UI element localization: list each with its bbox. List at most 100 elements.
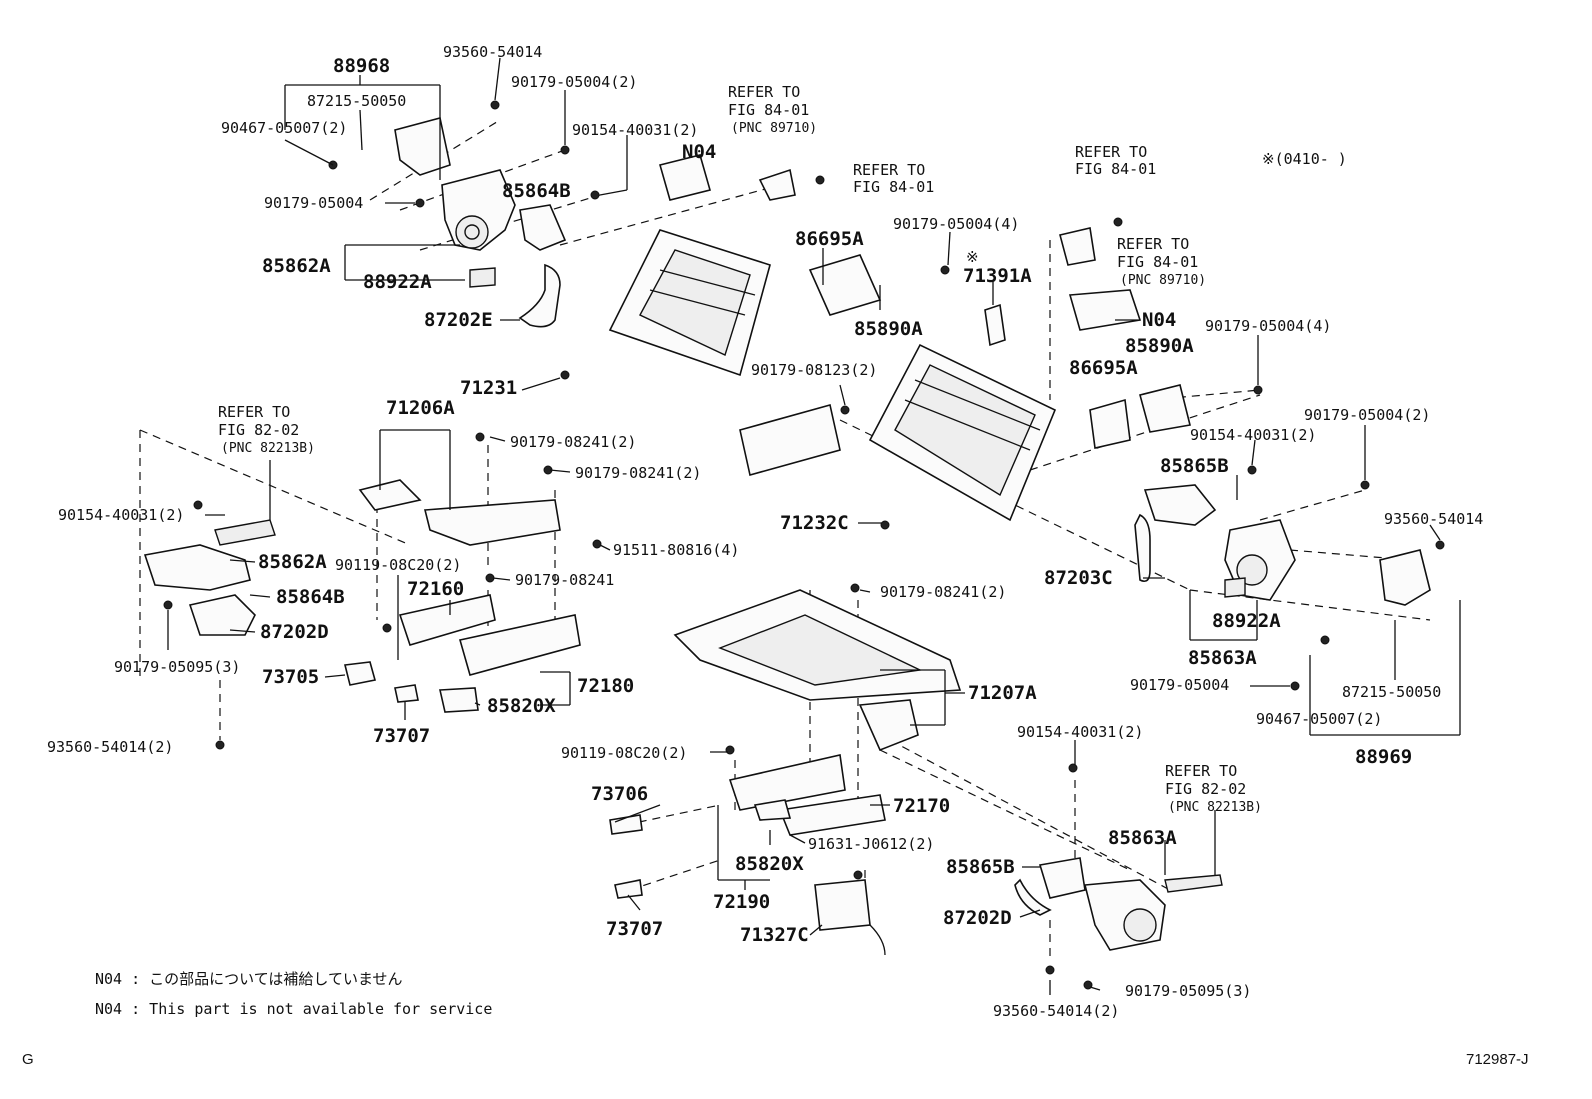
callout-n04[interactable]: N04 bbox=[682, 141, 716, 163]
callout-87202e[interactable]: 87202E bbox=[424, 309, 493, 331]
callout-85862a[interactable]: 85862A bbox=[262, 255, 331, 277]
callout-88969[interactable]: 88969 bbox=[1355, 746, 1412, 768]
left-duct-parts bbox=[143, 519, 276, 636]
callout-85863a[interactable]: 85863A bbox=[1188, 647, 1257, 669]
refer-to-fig-84-01-pnc-89710[interactable]: REFER TO FIG 84-01 (PNC 89710) bbox=[728, 83, 817, 136]
callout-85862a[interactable]: 85862A bbox=[258, 551, 327, 573]
seat-frame-right bbox=[868, 227, 1191, 522]
callout-73707[interactable]: 73707 bbox=[606, 918, 663, 940]
svg-text:REFER TO: REFER TO bbox=[218, 403, 290, 421]
callout-71206a[interactable]: 71206A bbox=[386, 397, 455, 419]
callout-87203c[interactable]: 87203C bbox=[1044, 567, 1113, 589]
callout-87215-50050[interactable]: 87215-50050 bbox=[307, 92, 406, 110]
callout-90179-08123[interactable]: 90179-08123(2) bbox=[751, 361, 877, 379]
callout-90179-05095[interactable]: 90179-05095(3) bbox=[1125, 982, 1251, 1000]
callout-90179-05095[interactable]: 90179-05095(3) bbox=[114, 658, 240, 676]
svg-text:FIG 84-01: FIG 84-01 bbox=[728, 101, 809, 119]
callout-85865b[interactable]: 85865B bbox=[1160, 455, 1229, 477]
callout-93560-54014[interactable]: 93560-54014(2) bbox=[993, 1002, 1119, 1020]
refer-to-fig-84-01[interactable]: REFER TO FIG 84-01 bbox=[853, 161, 934, 196]
callout-88922a[interactable]: 88922A bbox=[1212, 610, 1281, 632]
callout-85890a[interactable]: 85890A bbox=[1125, 335, 1194, 357]
figure-id: 712987-J bbox=[1466, 1051, 1529, 1068]
callout-72160[interactable]: 72160 bbox=[407, 578, 464, 600]
callout-90179-05004[interactable]: 90179-05004(2) bbox=[511, 73, 637, 91]
refer-to-fig-84-01-pnc-89710[interactable]: REFER TO FIG 84-01 (PNC 89710) bbox=[1117, 235, 1206, 288]
svg-text:FIG 82-02: FIG 82-02 bbox=[218, 421, 299, 439]
seat-track-left bbox=[344, 479, 581, 713]
blower-assembly-bottom bbox=[1014, 857, 1223, 951]
callout-93560-54014[interactable]: 93560-54014 bbox=[1384, 510, 1483, 528]
svg-text:REFER TO: REFER TO bbox=[1075, 143, 1147, 161]
note-english: N04 : This part is not available for ser… bbox=[95, 1000, 492, 1018]
callout-90179-08241[interactable]: 90179-08241(2) bbox=[575, 464, 701, 482]
callout-90179-05004[interactable]: 90179-05004(4) bbox=[1205, 317, 1331, 335]
callout-90179-05004[interactable]: 90179-05004 bbox=[1130, 676, 1229, 694]
callout-90119-08c20[interactable]: 90119-08C20(2) bbox=[335, 556, 461, 574]
callout-87202d[interactable]: 87202D bbox=[260, 621, 329, 643]
callout-93560-54014[interactable]: 93560-54014(2) bbox=[47, 738, 173, 756]
svg-text:FIG 84-01: FIG 84-01 bbox=[1117, 253, 1198, 271]
callout-85820x[interactable]: 85820X bbox=[487, 695, 556, 717]
callout-93560-54014[interactable]: 93560-54014 bbox=[443, 43, 542, 61]
callout-90119-08c20[interactable]: 90119-08C20(2) bbox=[561, 744, 687, 762]
callout-90179-05004[interactable]: 90179-05004(4) bbox=[893, 215, 1019, 233]
callout-86695a[interactable]: 86695A bbox=[1069, 357, 1138, 379]
callout-90467-05007[interactable]: 90467-05007(2) bbox=[1256, 710, 1382, 728]
svg-text:FIG 82-02: FIG 82-02 bbox=[1165, 780, 1246, 798]
blower-assembly-upper-left bbox=[394, 117, 567, 328]
callout-n04[interactable]: N04 bbox=[1142, 309, 1176, 331]
svg-text:REFER TO: REFER TO bbox=[728, 83, 800, 101]
svg-text:(PNC 89710): (PNC 89710) bbox=[1120, 273, 1206, 288]
callout-85864b[interactable]: 85864B bbox=[276, 586, 345, 608]
callout-90179-08241[interactable]: 90179-08241 bbox=[515, 571, 614, 589]
callout-85820x[interactable]: 85820X bbox=[735, 853, 804, 875]
callout-71207a[interactable]: 71207A bbox=[968, 682, 1037, 704]
callout-86695a[interactable]: 86695A bbox=[795, 228, 864, 250]
callout-73707[interactable]: 73707 bbox=[373, 725, 430, 747]
callout-71327c[interactable]: 71327C bbox=[740, 924, 809, 946]
callout-72180[interactable]: 72180 bbox=[577, 675, 634, 697]
callout-88968[interactable]: 88968 bbox=[333, 55, 390, 77]
callout-85864b[interactable]: 85864B bbox=[502, 180, 571, 202]
callout-73705[interactable]: 73705 bbox=[262, 666, 319, 688]
callout-85890a[interactable]: 85890A bbox=[854, 318, 923, 340]
callout-90179-05004[interactable]: 90179-05004(2) bbox=[1304, 406, 1430, 424]
callout-90154-40031[interactable]: 90154-40031(2) bbox=[572, 121, 698, 139]
callout-90179-05004[interactable]: 90179-05004 bbox=[264, 194, 363, 212]
callout-91511-80816[interactable]: 91511-80816(4) bbox=[613, 541, 739, 559]
callout-72170[interactable]: 72170 bbox=[893, 795, 950, 817]
svg-text:REFER TO: REFER TO bbox=[1165, 762, 1237, 780]
refer-to-fig-84-01[interactable]: REFER TO FIG 84-01 bbox=[1075, 143, 1156, 178]
svg-text:REFER TO: REFER TO bbox=[1117, 235, 1189, 253]
callout-90154-40031[interactable]: 90154-40031(2) bbox=[1017, 723, 1143, 741]
callout-87202d[interactable]: 87202D bbox=[943, 907, 1012, 929]
callout-85863a[interactable]: 85863A bbox=[1108, 827, 1177, 849]
callout-90154-40031[interactable]: 90154-40031(2) bbox=[1190, 426, 1316, 444]
reference-notes: REFER TO FIG 84-01 (PNC 89710) REFER TO … bbox=[218, 83, 1262, 815]
seat-frame-upper bbox=[608, 154, 882, 476]
refer-to-fig-82-02-pnc-82213b[interactable]: REFER TO FIG 82-02 (PNC 82213B) bbox=[1165, 762, 1262, 815]
callout-88922a[interactable]: 88922A bbox=[363, 271, 432, 293]
callout-90179-08241[interactable]: 90179-08241(2) bbox=[510, 433, 636, 451]
callout-90154-40031[interactable]: 90154-40031(2) bbox=[58, 506, 184, 524]
callout-90467-05007[interactable]: 90467-05007(2) bbox=[221, 119, 347, 137]
callout-91631-j0612[interactable]: 91631-J0612(2) bbox=[808, 835, 934, 853]
callout-87215-50050[interactable]: 87215-50050 bbox=[1342, 683, 1441, 701]
asterisk-mark: ※ bbox=[966, 248, 979, 266]
refer-to-fig-82-02-pnc-82213b[interactable]: REFER TO FIG 82-02 (PNC 82213B) bbox=[218, 403, 315, 456]
blower-assembly-right bbox=[1134, 484, 1431, 606]
callout-71231[interactable]: 71231 bbox=[460, 377, 517, 399]
svg-text:FIG 84-01: FIG 84-01 bbox=[853, 178, 934, 196]
callout-85865b[interactable]: 85865B bbox=[946, 856, 1015, 878]
callout-71391a[interactable]: 71391A bbox=[963, 265, 1032, 287]
note-japanese: N04 : この部品については補給していません bbox=[95, 970, 403, 988]
callout-90179-08241[interactable]: 90179-08241(2) bbox=[880, 583, 1006, 601]
callout-71232c[interactable]: 71232C bbox=[780, 512, 849, 534]
svg-text:(PNC 82213B): (PNC 82213B) bbox=[221, 441, 315, 456]
callout-73706[interactable]: 73706 bbox=[591, 783, 648, 805]
svg-text:FIG 84-01: FIG 84-01 bbox=[1075, 160, 1156, 178]
leader-lines bbox=[167, 57, 1461, 995]
callout-72190[interactable]: 72190 bbox=[713, 891, 770, 913]
